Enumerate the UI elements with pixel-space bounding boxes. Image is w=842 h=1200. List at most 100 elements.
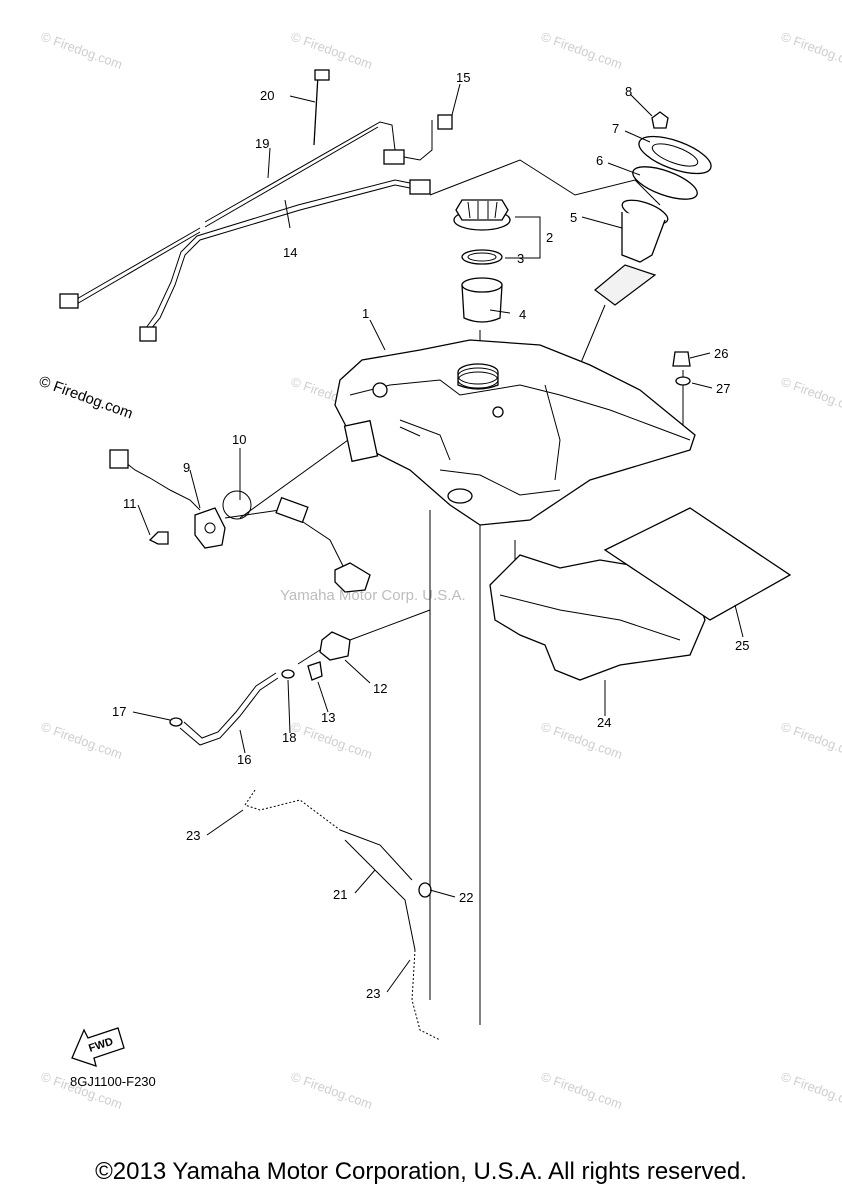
sender-float bbox=[334, 562, 371, 593]
hose-clamp-part bbox=[281, 669, 295, 679]
pump-bolt-part bbox=[651, 111, 669, 129]
diagram-code: 8GJ1100-F230 bbox=[70, 1074, 156, 1089]
guide-line bbox=[349, 609, 431, 641]
harness-wire bbox=[74, 231, 201, 306]
callout-3: 3 bbox=[517, 251, 524, 266]
breather-hose-line bbox=[339, 829, 413, 881]
fuel-pump-part bbox=[594, 199, 669, 306]
fuel-tank-boss bbox=[372, 382, 388, 398]
harness-connector bbox=[383, 149, 405, 165]
cap-gasket-inner bbox=[467, 252, 497, 262]
watermark: © Firedog.com bbox=[289, 719, 374, 762]
callout-18: 18 bbox=[282, 730, 296, 745]
callout-8: 8 bbox=[625, 84, 632, 99]
leader-lines bbox=[132, 83, 744, 993]
fuel-tank-filler-thread bbox=[457, 367, 499, 385]
fuel-tank-part bbox=[334, 339, 696, 526]
pump-plate-inner bbox=[651, 143, 699, 167]
watermark: © Firedog.com bbox=[779, 29, 842, 72]
callout-14: 14 bbox=[283, 245, 297, 260]
breather-hose-part bbox=[244, 789, 441, 1041]
fuel-hose-line bbox=[183, 672, 277, 739]
pump-lead-wire bbox=[145, 179, 421, 329]
breather-hose-corrugated bbox=[411, 949, 441, 1041]
callout-10: 10 bbox=[232, 432, 246, 447]
fuel-pump-filter bbox=[594, 264, 657, 306]
tank-bolt-part bbox=[672, 351, 691, 367]
fuel-tank-contour bbox=[399, 419, 451, 461]
callout-labels: 20 19 15 8 7 6 5 2 3 4 1 26 27 14 10 9 1… bbox=[70, 70, 749, 1089]
fuel-tank-contour bbox=[349, 379, 691, 441]
fuel-tank-contour bbox=[439, 469, 561, 496]
watermark: © Firedog.com bbox=[779, 374, 842, 417]
fuel-cap-top bbox=[455, 199, 509, 221]
pump-lead-wire bbox=[149, 184, 421, 331]
cap-gasket-part bbox=[461, 249, 503, 265]
guide-line bbox=[429, 159, 661, 206]
breather-hose-corrugated bbox=[244, 789, 341, 831]
fuel-cap-part bbox=[453, 199, 511, 231]
fuel-pump-body bbox=[621, 212, 666, 263]
tank-washer-part bbox=[675, 376, 691, 386]
watermark: © Firedog.com bbox=[39, 719, 124, 762]
harness-wire bbox=[403, 120, 433, 161]
callout-11: 11 bbox=[123, 496, 137, 511]
callout-26: 24 bbox=[597, 715, 611, 730]
fuel-tank-cock-port bbox=[447, 488, 473, 504]
harness-wire bbox=[74, 227, 201, 301]
callout-9: 9 bbox=[183, 460, 190, 475]
callout-24: 26 bbox=[714, 346, 728, 361]
callout-12: 12 bbox=[373, 681, 387, 696]
fuel-sender-part bbox=[109, 449, 371, 593]
fuel-tank-filler-neck bbox=[457, 372, 499, 390]
sender-arm bbox=[224, 509, 346, 571]
clip-part bbox=[437, 114, 453, 130]
wire-harness-part bbox=[59, 120, 433, 309]
copyright-footer: ©2013 Yamaha Motor Corporation, U.S.A. A… bbox=[95, 1158, 747, 1185]
guide-line bbox=[239, 434, 356, 519]
filler-neck-body bbox=[461, 284, 503, 323]
callout-20: 20 bbox=[260, 88, 274, 103]
firedog-logo-text: © Firedog.com bbox=[37, 373, 135, 423]
fuel-cock-nipple bbox=[297, 649, 321, 665]
callout-2: 2 bbox=[546, 230, 553, 245]
fuel-cock-body bbox=[319, 631, 351, 661]
cable-tie-part bbox=[313, 69, 330, 146]
pump-plate-part bbox=[638, 135, 712, 175]
fwd-arrow-shape bbox=[71, 1027, 125, 1067]
center-watermark: Yamaha Motor Corp. U.S.A. bbox=[280, 587, 466, 604]
cable-tie-strap bbox=[313, 74, 319, 146]
watermark: © Firedog.com bbox=[779, 1069, 842, 1112]
sender-connector bbox=[109, 449, 129, 469]
fuel-tank-contour bbox=[544, 384, 561, 481]
harness-wire bbox=[204, 126, 379, 228]
hose-clip-part bbox=[169, 717, 183, 727]
watermark: © Firedog.com bbox=[539, 29, 624, 72]
watermark: © Firedog.com bbox=[289, 29, 374, 72]
fuel-tank-vent bbox=[492, 406, 504, 418]
callout-23: 23 bbox=[186, 828, 200, 843]
fuel-cock-screw-part bbox=[307, 661, 323, 681]
callout-23: 23 bbox=[366, 986, 380, 1001]
fuel-hose-part bbox=[169, 672, 279, 746]
callout-5: 5 bbox=[570, 210, 577, 225]
cable-tie-head bbox=[314, 69, 330, 81]
callout-1: 1 bbox=[362, 306, 369, 321]
pump-lead-part bbox=[139, 179, 431, 342]
pump-lead-connector bbox=[409, 179, 431, 195]
filler-neck-part bbox=[461, 277, 503, 323]
fuel-tank-filler-thread bbox=[457, 371, 499, 389]
harness-connector bbox=[59, 293, 79, 309]
guide-line bbox=[579, 304, 606, 366]
fuel-tank-contour bbox=[399, 426, 421, 437]
callout-25: 27 bbox=[716, 381, 730, 396]
callout-15: 15 bbox=[456, 70, 470, 85]
fuel-tank-sender-port bbox=[343, 419, 379, 463]
watermark: © Firedog.com bbox=[39, 29, 124, 72]
filler-neck-rim bbox=[461, 277, 503, 293]
callout-6: 6 bbox=[596, 153, 603, 168]
sender-screw-part bbox=[148, 531, 169, 545]
breather-hose-clip-part bbox=[418, 882, 432, 898]
fuel-cap-ribs bbox=[467, 201, 498, 219]
tank-protector-contour bbox=[499, 594, 681, 641]
